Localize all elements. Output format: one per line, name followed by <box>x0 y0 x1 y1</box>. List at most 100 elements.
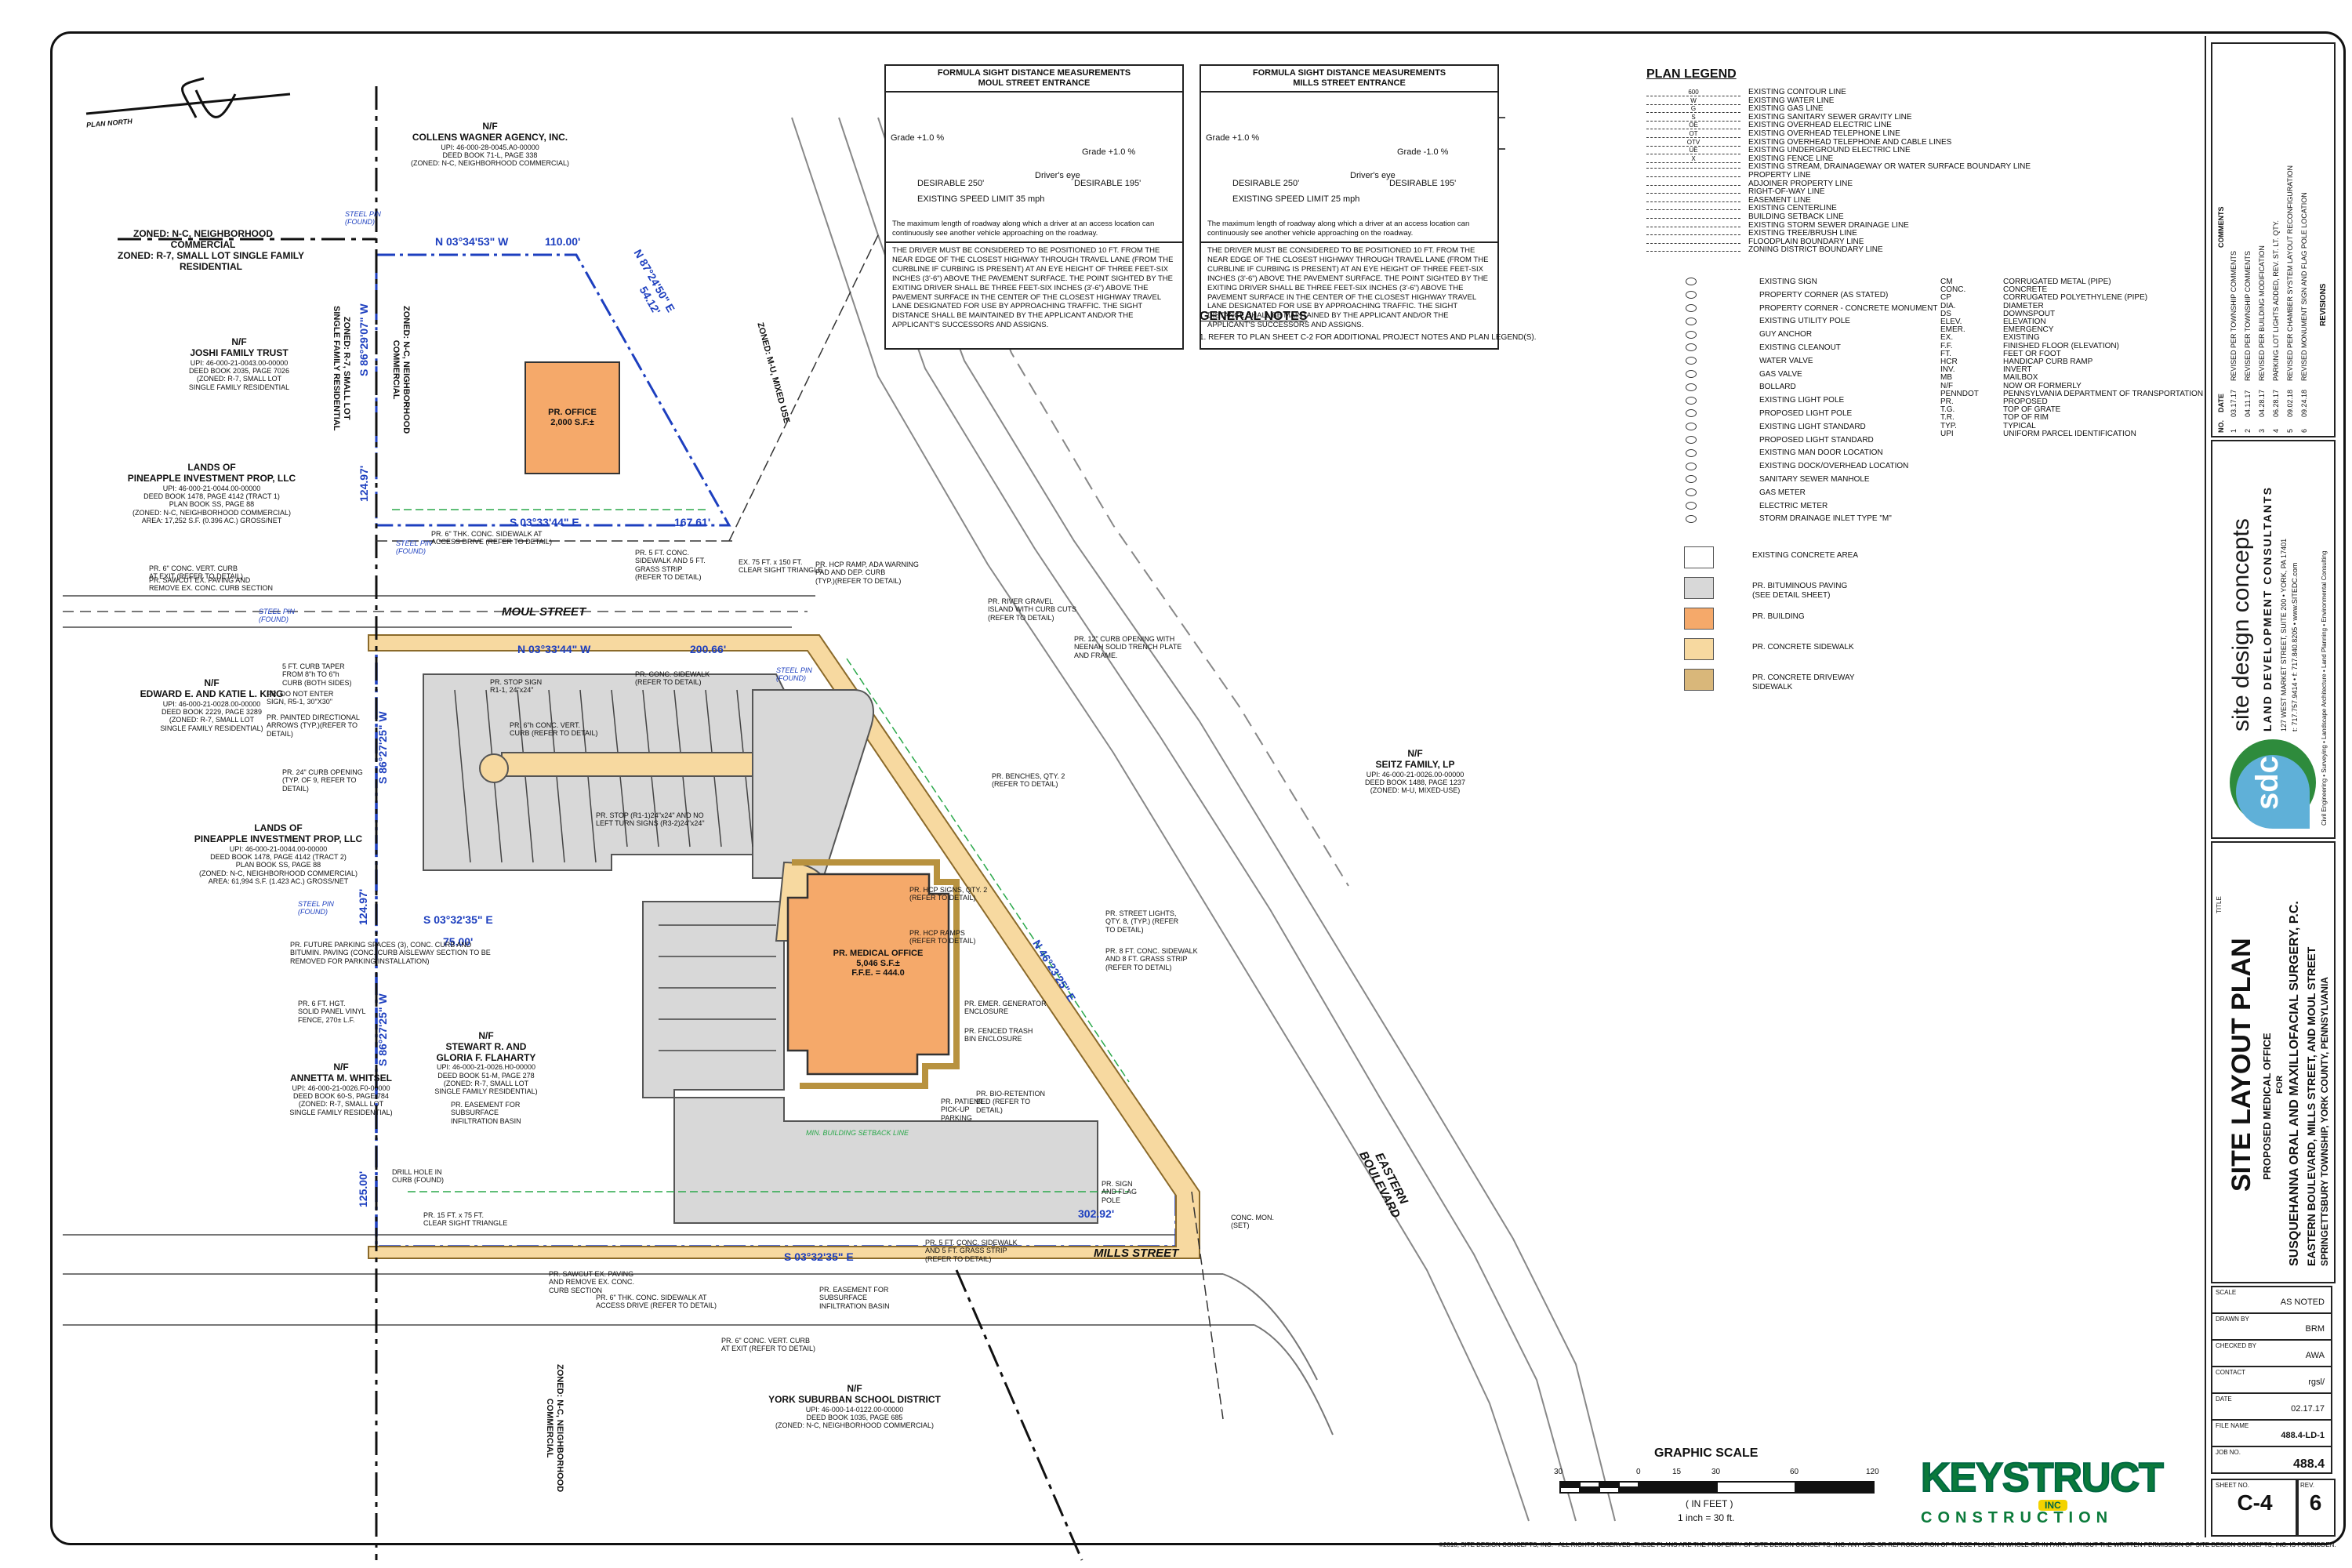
plan-callout: PR. 24" CURB OPENING (TYP. OF 9, REFER T… <box>282 768 363 793</box>
legend-line-row: EXISTING CENTERLINE <box>1646 204 1837 212</box>
abbreviation-meaning: EMERGENCY <box>2003 325 2054 335</box>
general-notes-title: GENERAL NOTES <box>1200 310 1308 323</box>
neighbor-details: UPI: 46-000-14-0122.00-00000 DEED BOOK 1… <box>775 1405 934 1430</box>
abbreviation-code: UPI <box>1940 429 1954 438</box>
sidewalk-band <box>368 634 1200 1259</box>
legend-symbol-icon <box>1686 303 1697 312</box>
abbreviation-meaning: NOW OR FORMERLY <box>2003 381 2082 390</box>
legend-symbol-row: GAS METER <box>1686 488 1806 497</box>
title-field-label: JOB NO. <box>2216 1449 2241 1456</box>
plan-callout: PR. SIGN AND FLAG POLE <box>1102 1180 1138 1204</box>
rev-number: 6 <box>2309 1490 2322 1515</box>
legend-symbol-label: PROPOSED LIGHT POLE <box>1759 409 1853 418</box>
graphic-scale-bar <box>1559 1481 1875 1494</box>
abbreviation-code: PR. <box>1940 397 1954 406</box>
bearing-label: S 03°33'44" E <box>510 516 579 528</box>
plan-callout: 5 FT. CURB TAPER FROM 8"h TO 6"h CURB (B… <box>282 662 352 687</box>
legend-symbol-row: GAS VALVE <box>1686 370 1802 379</box>
legend-symbol-icon <box>1686 462 1697 470</box>
legend-symbol-row: GUY ANCHOR <box>1686 330 1812 339</box>
legend-symbol-label: PROPOSED LIGHT STANDARD <box>1759 435 1874 445</box>
bearing-label: S 86°29'07" W <box>358 303 370 376</box>
title-field-value: 488.4-LD-1 <box>2281 1431 2325 1440</box>
legend-line-symbol: OT <box>1646 131 1740 138</box>
abbreviation-meaning: PROPOSED <box>2003 397 2048 406</box>
zoning-boundary <box>118 86 1083 1561</box>
legend-area-label: PR. CONCRETE SIDEWALK <box>1752 643 1854 652</box>
legend-line-label: EXISTING TREE/BRUSH LINE <box>1748 229 1857 238</box>
revision-date: 04.28.17 <box>2258 389 2266 417</box>
neighbor-details: UPI: 46-000-28-0045.A0-00000 DEED BOOK 7… <box>410 143 569 168</box>
bearing-label: S 03°32'35" E <box>423 913 493 926</box>
sight-diagram: Grade +1.0 % Grade +1.0 % Driver's eye D… <box>886 93 1182 216</box>
legend-symbol-icon <box>1686 383 1697 391</box>
scale-tick: 15 <box>1672 1468 1682 1476</box>
abbreviation-meaning: FINISHED FLOOR (ELEVATION) <box>2003 341 2119 350</box>
neighbor-name: N/F STEWART R. AND GLORIA F. FLAHARTY <box>436 1030 536 1063</box>
scale-tick: 60 <box>1790 1468 1799 1476</box>
legend-line-label: EXISTING STORM SEWER DRAINAGE LINE <box>1748 220 1909 230</box>
plan-callout: PR. 8 FT. CONC. SIDEWALK AND 8 FT. GRASS… <box>1105 947 1198 971</box>
neighbor-name: LANDS OF PINEAPPLE INVESTMENT PROP, LLC <box>194 822 363 844</box>
moul-street-lines <box>63 595 815 628</box>
legend-symbol-row: EXISTING MAN DOOR LOCATION <box>1686 448 1883 457</box>
legend-symbol-row: STORM DRAINAGE INLET TYPE "M" <box>1686 514 1892 523</box>
sight-box-title: FORMULA SIGHT DISTANCE MEASUREMENTS MILL… <box>1201 66 1497 93</box>
project-line: SUSQUEHANNA ORAL AND MAXILLOFACIAL SURGE… <box>2288 901 2301 1266</box>
general-note-item: 1. REFER TO PLAN SHEET C-2 FOR ADDITIONA… <box>1200 333 1537 342</box>
rev-label: REV. <box>2300 1482 2314 1489</box>
legend-line-symbol <box>1646 234 1740 236</box>
sight-distance-box-mills: FORMULA SIGHT DISTANCE MEASUREMENTS MILL… <box>1200 64 1499 350</box>
legend-symbol-row: PROPERTY CORNER (AS STATED) <box>1686 291 1888 299</box>
legend-symbol-icon <box>1686 343 1697 352</box>
legend-line-label: EXISTING SANITARY SEWER GRAVITY LINE <box>1748 112 1912 122</box>
rev-header: COMMENTS <box>2217 206 2225 249</box>
legend-symbol-row: BOLLARD <box>1686 383 1796 391</box>
diagram-label: Grade +1.0 % <box>1082 147 1136 158</box>
plan-callout: PR. STREET LIGHTS, QTY. 8, (TYP.) (REFER… <box>1105 909 1179 934</box>
plan-callout: PR. STOP (R1-1)24"x24" AND NO LEFT TURN … <box>596 811 705 828</box>
firm-name: site design concepts <box>2228 518 2254 731</box>
revision-number: 4 <box>2272 428 2280 433</box>
abbreviation-code: CONC. <box>1940 285 1966 295</box>
title-field-value: BRM <box>2305 1324 2325 1334</box>
legend-symbol-icon <box>1686 475 1697 484</box>
legend-symbol-label: PROPERTY CORNER - CONCRETE MONUMENT <box>1759 303 1938 313</box>
diagram-label: Driver's eye <box>1035 171 1080 181</box>
legend-symbol-label: GAS METER <box>1759 488 1806 497</box>
legend-line-row: EXISTING STORM SEWER DRAINAGE LINE <box>1646 221 1909 230</box>
office-label: PR. OFFICE 2,000 S.F.± <box>548 408 597 427</box>
sight-diagram: Grade +1.0 % Grade -1.0 % Driver's eye D… <box>1201 93 1497 216</box>
title-field-label: CHECKED BY <box>2216 1342 2257 1349</box>
sight-caption: The maximum length of roadway along whic… <box>886 216 1182 244</box>
plan-callout: PR. 6" THK. CONC. SIDEWALK AT ACCESS DRI… <box>431 530 553 546</box>
plan-callout: PR. HCP SIGNS, QTY. 2 (REFER TO DETAIL) <box>909 886 988 902</box>
legend-symbol-icon <box>1686 369 1697 378</box>
moul-street-label: MOUL STREET <box>502 605 586 619</box>
medical-office-label: PR. MEDICAL OFFICE 5,046 S.F.± F.F.E. = … <box>833 949 924 978</box>
plan-callout: PR. SAWCUT EX. PAVING AND REMOVE EX. CON… <box>549 1270 635 1294</box>
abbreviation-code: INV. <box>1940 365 1955 375</box>
legend-line-row: ADJOINER PROPERTY LINE <box>1646 180 1853 188</box>
sheet-no-label: SHEET NO. <box>2216 1482 2249 1489</box>
plan-callout: PR. DO NOT ENTER SIGN, R5-1, 30"X30" <box>267 690 334 706</box>
legend-symbol-icon <box>1686 501 1697 510</box>
legend-line-row: EXISTING STREAM, DRAINAGEWAY OR WATER SU… <box>1646 162 2031 171</box>
revision-comment: REVISED PER TOWNSHIP COMMENTS <box>2230 250 2238 381</box>
legend-symbol-label: BOLLARD <box>1759 383 1796 392</box>
diagram-label: EXISTING SPEED LIMIT 25 mph <box>1232 194 1360 205</box>
legend-line-row: PROPERTY LINE <box>1646 171 1811 180</box>
legend-line-symbol: S <box>1646 114 1740 122</box>
legend-symbol-label: EXISTING LIGHT POLE <box>1759 396 1845 405</box>
keystruct-logo: KEYSTRUCT INC CONSTRUCTION <box>1920 1454 2180 1533</box>
legend-symbol-row: ELECTRIC METER <box>1686 502 1828 510</box>
neighbor-name: LANDS OF PINEAPPLE INVESTMENT PROP, LLC <box>127 462 296 484</box>
